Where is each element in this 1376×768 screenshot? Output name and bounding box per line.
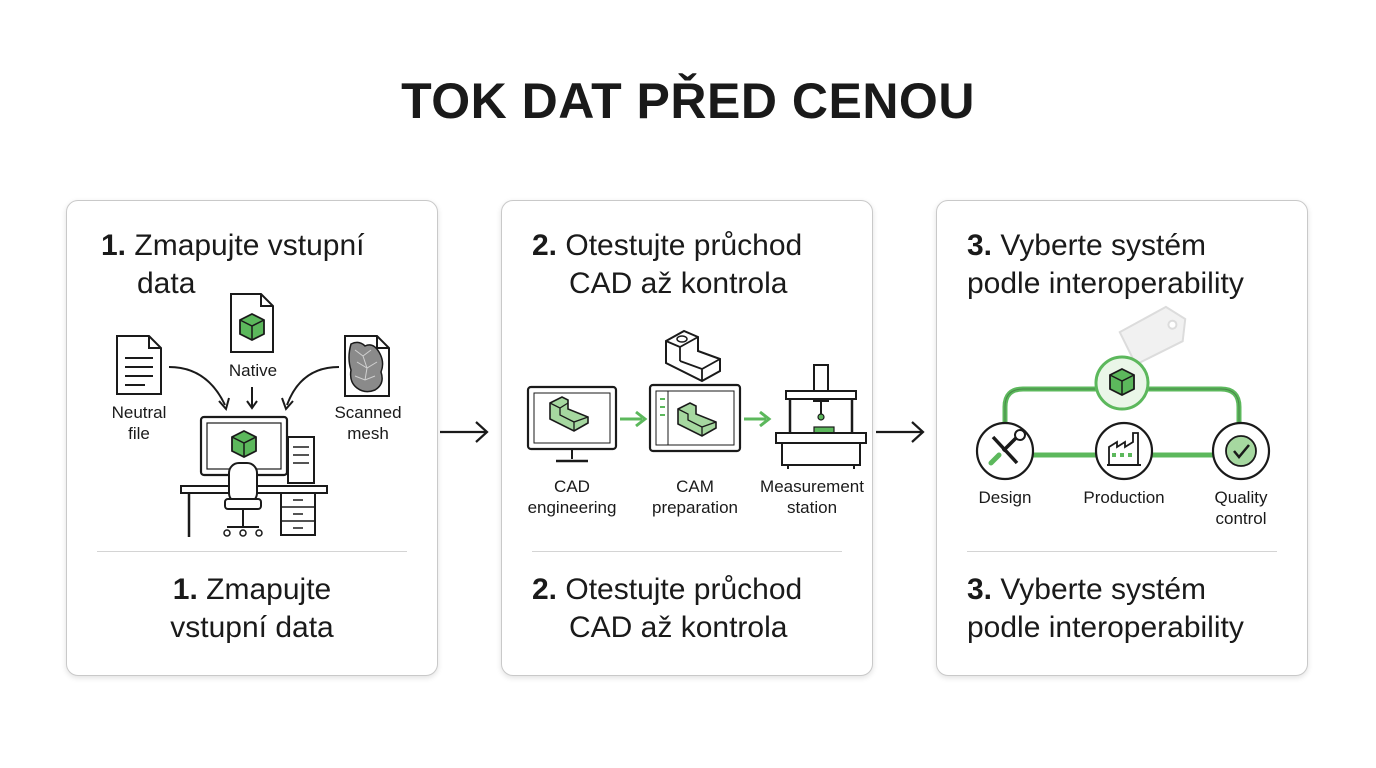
design-label: Design [978, 488, 1032, 507]
cmm-icon [775, 364, 867, 469]
scanned-mesh-label: Scanned mesh [334, 403, 402, 443]
document-icon [116, 335, 162, 395]
step-2-footer: 2. Otestujte průchod CAD až kontrola [532, 573, 803, 644]
factory-icon [1094, 421, 1154, 481]
native-label: Native [228, 361, 278, 380]
cad-monitor-icon [526, 385, 618, 463]
production-label: Production [1083, 488, 1165, 507]
cube-file-icon [230, 293, 274, 353]
arrow-right-icon [440, 421, 489, 443]
cube-icon [1094, 355, 1150, 411]
input-data-illustration [116, 293, 390, 537]
step-2-panel: 2. Otestujte průchod CAD až kontrola [501, 200, 873, 676]
divider [532, 551, 842, 552]
measurement-station-label: Measurement station [760, 477, 864, 517]
step-3-footer: 3. Vyberte systém podle interoperability [967, 573, 1244, 644]
interoperability-illustration [975, 305, 1271, 481]
step-1-footer: 1. Zmapujte vstupní data [170, 573, 334, 644]
neutral-file-label: Neutral file [111, 403, 167, 443]
page-title: TOK DAT PŘED CENOU [401, 73, 975, 129]
arrow-right-icon [876, 421, 925, 443]
divider [967, 551, 1277, 552]
workstation-icon [180, 415, 328, 537]
step-3-panel: 3. Vyberte systém podle interoperability [936, 200, 1308, 676]
tools-icon [975, 421, 1035, 481]
scan-mesh-icon [344, 335, 390, 397]
workflow-illustration [526, 329, 867, 469]
step-1-panel: 1. Zmapujte vstupní data [66, 200, 438, 676]
step-1-title: 1. Zmapujte vstupní data [101, 229, 365, 300]
cad-engineering-label: CAD engineering [527, 477, 617, 517]
part-icon [665, 329, 721, 383]
cam-preparation-label: CAM preparation [651, 477, 738, 517]
checkmark-icon [1211, 421, 1271, 481]
cam-monitor-icon [648, 383, 742, 453]
step-3-title: 3. Vyberte systém podle interoperability [967, 229, 1244, 300]
step-2-title: 2. Otestujte průchod CAD až kontrola [532, 229, 803, 300]
divider [97, 551, 407, 552]
quality-control-label: Quality control [1214, 488, 1268, 528]
